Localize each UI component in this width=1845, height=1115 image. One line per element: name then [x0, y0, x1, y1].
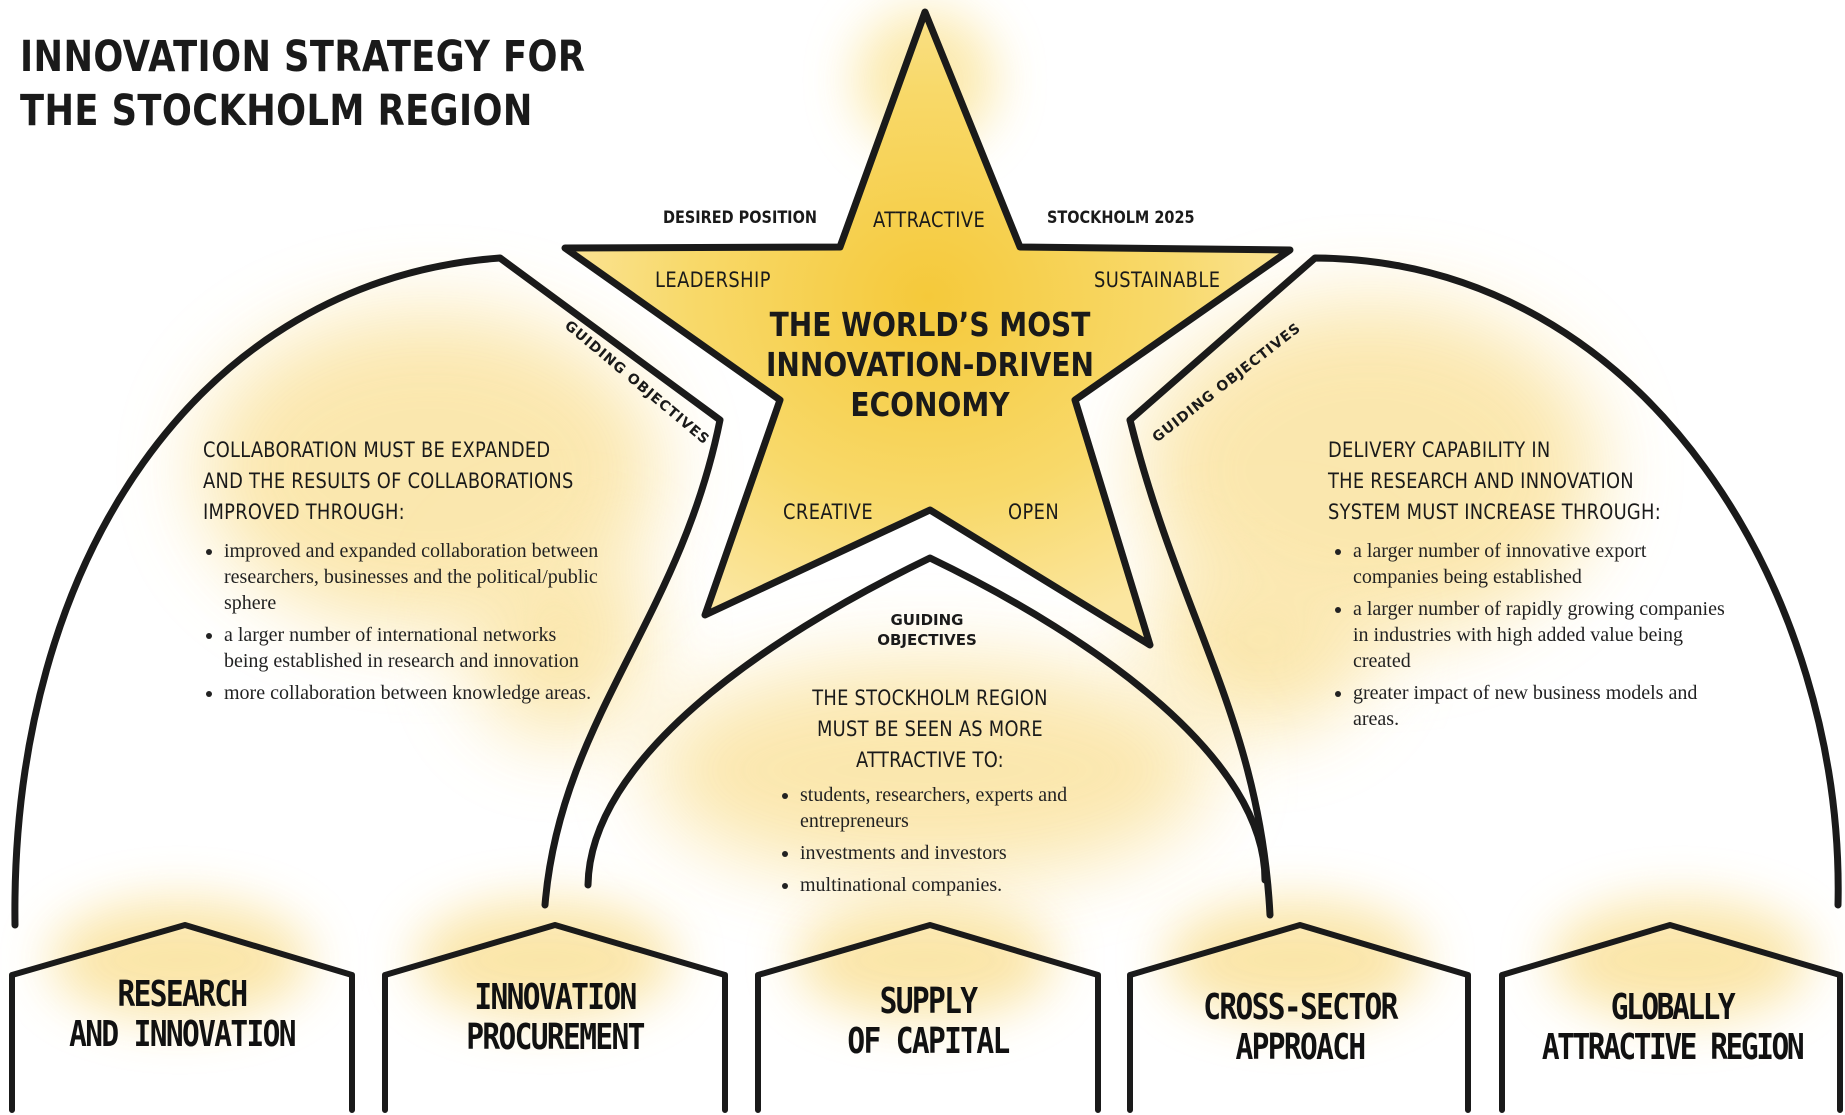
- guiding-center-line-1: GUIDING: [890, 611, 964, 629]
- left-arch-bullets: improved and expanded collaboration betw…: [202, 538, 602, 712]
- left-bullet-2: a larger number of international network…: [224, 622, 602, 674]
- right-arch-outline: [1126, 254, 1842, 909]
- center-heading-line-3: ATTRACTIVE TO:: [856, 748, 1004, 772]
- left-heading-line-1: COLLABORATION MUST BE EXPANDED: [203, 438, 551, 462]
- right-arch-heading: DELIVERY CAPABILITY IN THE RESEARCH AND …: [1328, 435, 1661, 528]
- star-center-title-line-1: THE WORLD’S MOST: [769, 305, 1091, 344]
- pillar-wash: [50, 900, 1810, 1020]
- page-title-line-1: INNOVATION STRATEGY FOR: [20, 32, 586, 82]
- pillar-globally-attractive-region: GLOBALLY ATTRACTIVE REGION: [1533, 988, 1812, 1068]
- star-center-title-line-3: ECONOMY: [850, 385, 1010, 424]
- right-bullet-2: a larger number of rapidly growing compa…: [1353, 596, 1733, 674]
- pillar-supply-of-capital: SUPPLY OF CAPITAL: [789, 982, 1068, 1062]
- pillar-cross-sector-approach: CROSS-SECTOR APPROACH: [1161, 988, 1440, 1068]
- pillar-outlines: [9, 922, 1843, 1113]
- left-arch-heading: COLLABORATION MUST BE EXPANDED AND THE R…: [203, 435, 574, 528]
- star-word-attractive: ATTRACTIVE: [873, 208, 986, 232]
- right-heading-line-3: SYSTEM MUST INCREASE THROUGH:: [1328, 500, 1661, 524]
- pillar-1-line-1: RESEARCH: [117, 974, 248, 1015]
- left-heading-line-2: AND THE RESULTS OF COLLABORATIONS: [203, 469, 574, 493]
- star-shape: [561, 8, 1294, 649]
- pillar-1-line-2: AND INNOVATION: [69, 1014, 296, 1055]
- center-heading-line-2: MUST BE SEEN AS MORE: [817, 717, 1043, 741]
- pillar-2-line-1: INNOVATION: [474, 977, 637, 1018]
- desired-position-label: DESIRED POSITION: [663, 208, 817, 228]
- star-center-title-line-2: INNOVATION-DRIVEN: [765, 345, 1095, 384]
- guiding-objectives-center: GUIDING OBJECTIVES: [876, 610, 978, 650]
- right-heading-line-1: DELIVERY CAPABILITY IN: [1328, 438, 1551, 462]
- pillar-5-line-1: GLOBALLY: [1610, 987, 1736, 1028]
- left-heading-line-3: IMPROVED THROUGH:: [203, 500, 405, 524]
- center-arch-bullets: students, researchers, experts and entre…: [778, 782, 1130, 904]
- guiding-center-line-2: OBJECTIVES: [877, 631, 977, 649]
- pillar-innovation-procurement: INNOVATION PROCUREMENT: [416, 978, 695, 1058]
- star-center-title: THE WORLD’S MOST INNOVATION-DRIVEN ECONO…: [735, 305, 1126, 425]
- pillar-3-line-1: SUPPLY: [879, 981, 978, 1022]
- stockholm-2025-label: STOCKHOLM 2025: [1047, 208, 1195, 228]
- star-word-creative: CREATIVE: [783, 500, 874, 524]
- star-word-sustainable: SUSTAINABLE: [1094, 268, 1221, 292]
- pillar-3-line-2: OF CAPITAL: [847, 1021, 1010, 1062]
- center-bullet-1: students, researchers, experts and entre…: [800, 782, 1130, 834]
- yellow-wash: [200, 10, 1600, 880]
- pillar-4-line-2: APPROACH: [1235, 1027, 1366, 1068]
- left-bullet-1: improved and expanded collaboration betw…: [224, 538, 602, 616]
- right-bullet-3: greater impact of new business models an…: [1353, 680, 1733, 732]
- left-bullet-3: more collaboration between knowledge are…: [224, 680, 602, 706]
- center-bullet-2: investments and investors: [800, 840, 1130, 866]
- center-arch-heading: THE STOCKHOLM REGION MUST BE SEEN AS MOR…: [803, 683, 1058, 776]
- center-heading-line-1: THE STOCKHOLM REGION: [812, 686, 1048, 710]
- star-word-leadership: LEADERSHIP: [655, 268, 771, 292]
- right-bullet-1: a larger number of innovative export com…: [1353, 538, 1733, 590]
- pillar-research-and-innovation: RESEARCH AND INNOVATION: [43, 975, 322, 1055]
- center-arch-outline: [584, 554, 1269, 889]
- left-arch-outline: [11, 254, 724, 929]
- pillar-5-line-2: ATTRACTIVE REGION: [1541, 1027, 1805, 1068]
- page-title-line-2: THE STOCKHOLM REGION: [20, 86, 533, 136]
- right-heading-line-2: THE RESEARCH AND INNOVATION: [1328, 469, 1634, 493]
- star-word-open: OPEN: [1008, 500, 1060, 524]
- right-arch-bullets: a larger number of innovative export com…: [1331, 538, 1733, 738]
- pillar-4-line-1: CROSS-SECTOR: [1203, 987, 1398, 1028]
- center-bullet-3: multinational companies.: [800, 872, 1130, 898]
- pillar-2-line-2: PROCUREMENT: [466, 1017, 645, 1058]
